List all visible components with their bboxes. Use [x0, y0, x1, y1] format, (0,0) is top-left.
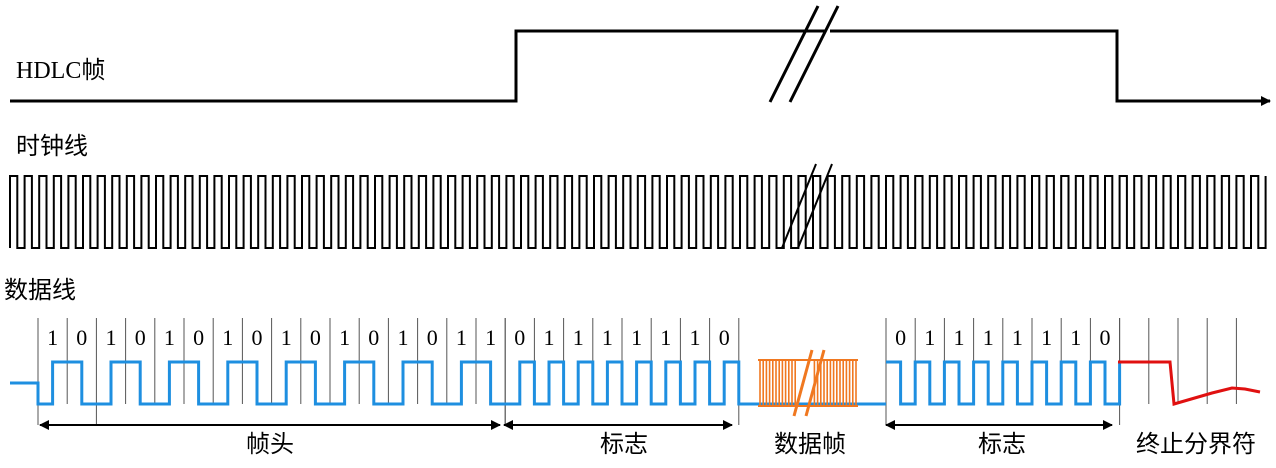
bit-value: 1 [573, 325, 584, 350]
data-line-label: 数据线 [4, 277, 76, 304]
data-signal [10, 360, 1122, 406]
bit-value: 1 [544, 325, 555, 350]
bit-value: 1 [339, 325, 350, 350]
terminator-signal [1118, 360, 1261, 406]
bit-value: 1 [690, 325, 701, 350]
bit-value: 1 [1070, 325, 1081, 350]
hdlc-frame-label: HDLC帧 [16, 57, 105, 84]
bit-value: 0 [427, 325, 438, 350]
bit-value: 0 [76, 325, 87, 350]
bit-value: 1 [456, 325, 467, 350]
bit-value: 1 [983, 325, 994, 350]
hdlc-break-mark [768, 5, 840, 103]
bit-value: 1 [631, 325, 642, 350]
bit-value: 0 [514, 325, 525, 350]
bit-value: 0 [895, 325, 906, 350]
bit-value: 1 [660, 325, 671, 350]
bit-value: 0 [368, 325, 379, 350]
bit-value: 0 [252, 325, 263, 350]
bit-value: 0 [193, 325, 204, 350]
bit-value: 0 [310, 325, 321, 350]
bit-value: 1 [222, 325, 233, 350]
bit-value: 0 [1100, 325, 1111, 350]
bit-value: 1 [47, 325, 58, 350]
bit-value: 1 [485, 325, 496, 350]
bit-value: 1 [281, 325, 292, 350]
bit-value: 0 [135, 325, 146, 350]
clock-break-mark [781, 163, 833, 249]
terminator-label: 终止分界符 [1136, 431, 1256, 458]
bit-value: 0 [719, 325, 730, 350]
data-frame-burst [758, 349, 858, 417]
bit-value: 1 [106, 325, 117, 350]
bit-value: 1 [164, 325, 175, 350]
bit-value: 1 [1041, 325, 1052, 350]
end-flag-label: 标志 [978, 431, 1026, 458]
start-flag-label: 标志 [600, 431, 648, 458]
bit-value: 1 [924, 325, 935, 350]
bit-value: 1 [602, 325, 613, 350]
preamble-label: 帧头 [246, 431, 294, 458]
bit-value: 1 [398, 325, 409, 350]
clock-line-label: 时钟线 [16, 133, 88, 160]
clock-signal [9, 175, 1267, 249]
bit-value: 1 [1012, 325, 1023, 350]
hdlc-frame-signal [10, 29, 1240, 103]
bit-value: 1 [954, 325, 965, 350]
data-frame-label: 数据帧 [774, 431, 846, 458]
